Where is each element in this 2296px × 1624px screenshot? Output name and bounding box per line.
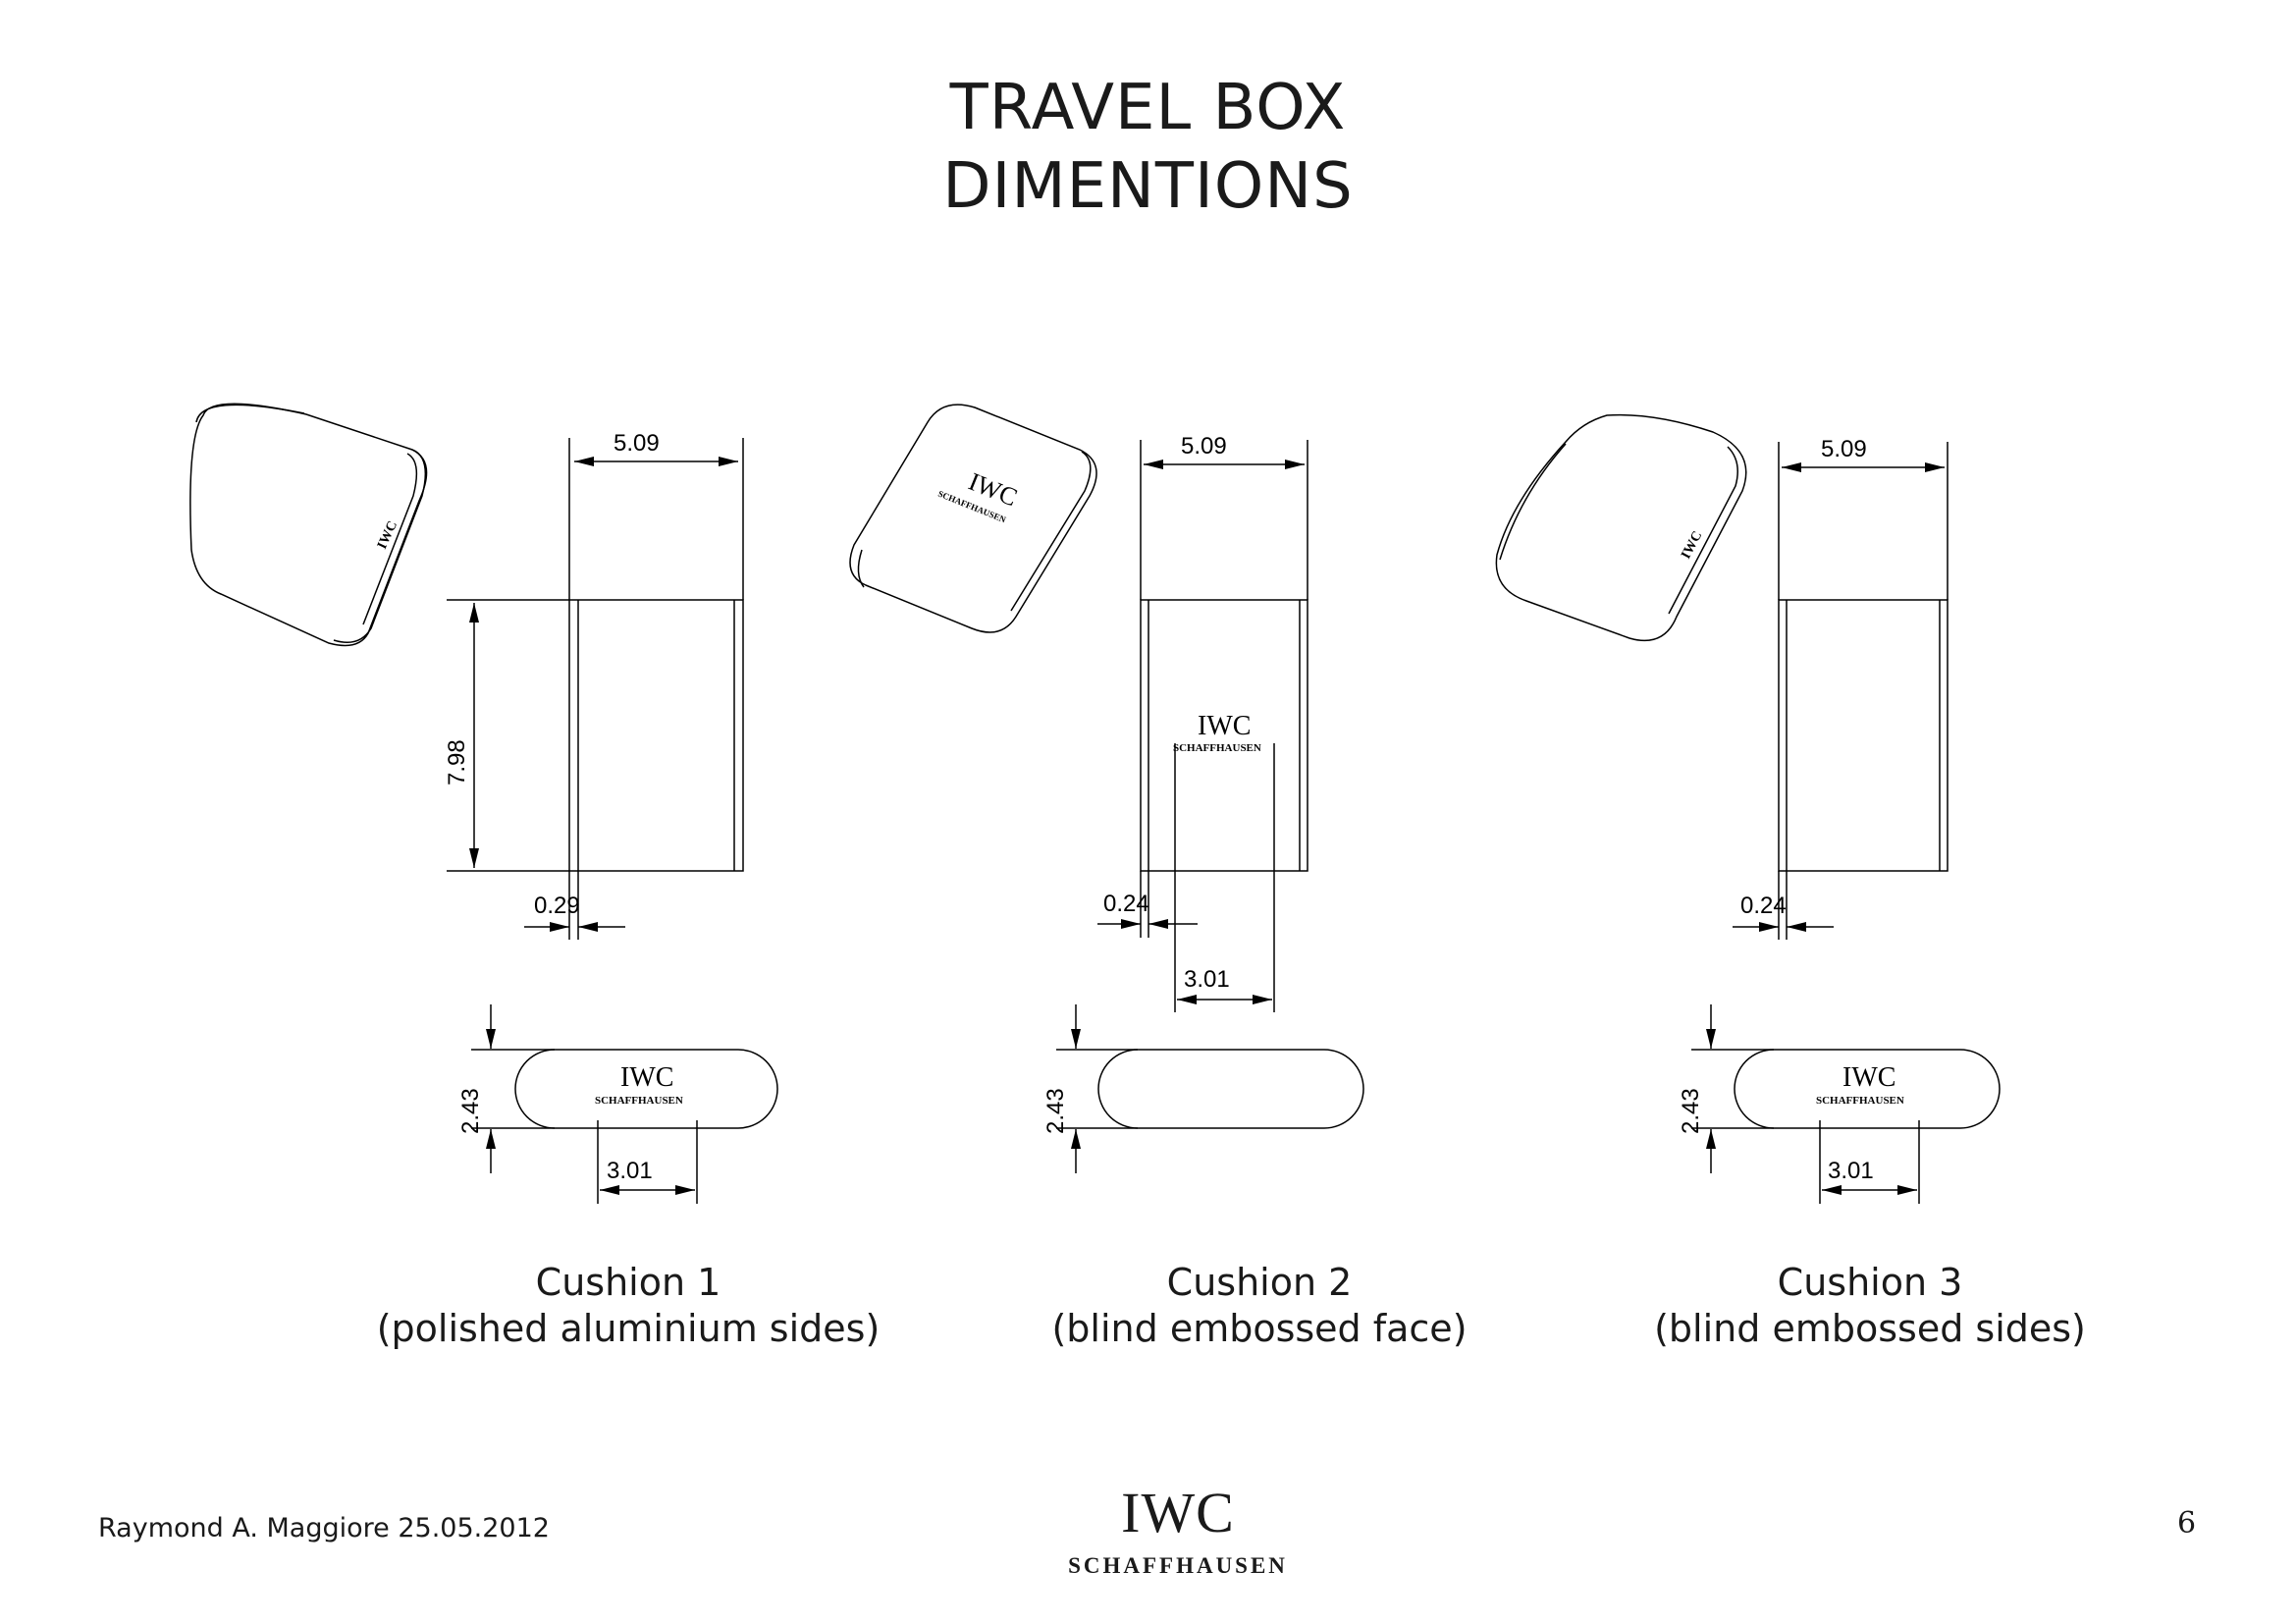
cushion-3-caption: Cushion 3 (blind embossed sides)	[1526, 1260, 2214, 1352]
author-date: Raymond A. Maggiore 25.05.2012	[98, 1513, 550, 1543]
cushion-1-caption: Cushion 1 (polished aluminium sides)	[285, 1260, 972, 1352]
cushion-1-side-label: 0.29	[534, 893, 580, 919]
cushion-3-top-logo-sub: SCHAFFHAUSEN	[1816, 1095, 1904, 1107]
cushion-2-logo-width-label: 3.01	[1184, 966, 1230, 993]
cushion-1-front-view	[447, 438, 744, 940]
cushion-3-caption-line2: (blind embossed sides)	[1654, 1307, 2086, 1350]
cushion-1-top-logo-sub: SCHAFFHAUSEN	[595, 1095, 683, 1107]
cushion-3-top-logo: IWC	[1842, 1062, 1896, 1093]
cushion-3-iso-view: IWC	[1495, 413, 1747, 642]
cushion-2-top-view	[1056, 1004, 1364, 1173]
cushion-1-caption-line2: (polished aluminium sides)	[376, 1307, 881, 1350]
cushion-3-side-label: 0.24	[1740, 893, 1787, 919]
cushion-1-iso-view: IWC	[189, 403, 428, 647]
cushion-1-height-label: 7.98	[444, 739, 470, 785]
iwc-logo-sub: SCHAFFHAUSEN	[1068, 1553, 1288, 1578]
cushion-1-top-logo: IWC	[620, 1062, 673, 1093]
title-line-2: DIMENTIONS	[942, 150, 1354, 223]
cushion-2-caption: Cushion 2 (blind embossed face)	[916, 1260, 1603, 1352]
iwc-logo: IWC SCHAFFHAUSEN	[1021, 1483, 1335, 1579]
cushion-1-top-view	[471, 1004, 778, 1204]
page-title: TRAVEL BOX DIMENTIONS	[0, 69, 2296, 226]
page-number: 6	[2177, 1506, 2197, 1541]
cushion-2-front-view	[1097, 440, 1308, 1012]
cushion-2-side-label: 0.24	[1103, 891, 1149, 917]
cushion-2-caption-line2: (blind embossed face)	[1051, 1307, 1468, 1350]
cushion-1-width-label: 5.09	[614, 430, 660, 457]
cushion-2-drawing: IWC SCHAFFHAUSEN	[849, 404, 1364, 1173]
cushion-2-caption-line1: Cushion 2	[1166, 1261, 1353, 1304]
cushion-1-drawing: IWC	[189, 403, 778, 1204]
cushion-2-width-label: 5.09	[1181, 433, 1227, 460]
cushion-3-drawing: IWC	[1495, 413, 2001, 1204]
cushion-1-logo-width-label: 3.01	[607, 1158, 653, 1184]
cushion-1-thickness-label: 2.43	[457, 1088, 484, 1134]
title-line-1: TRAVEL BOX	[949, 72, 1347, 144]
cushion-2-front-logo: IWC	[1198, 711, 1251, 741]
iwc-logo-brand: IWC	[1121, 1481, 1235, 1544]
svg-text:IWC: IWC	[375, 519, 400, 552]
svg-text:IWC: IWC	[1679, 529, 1705, 562]
cushion-1-caption-line1: Cushion 1	[535, 1261, 721, 1304]
cushion-2-front-logo-sub: SCHAFFHAUSEN	[1173, 742, 1261, 754]
cushion-3-front-view	[1733, 442, 1949, 940]
cushion-3-caption-line1: Cushion 3	[1777, 1261, 1963, 1304]
cushion-2-iso-view: IWC SCHAFFHAUSEN	[849, 404, 1097, 633]
cushion-3-width-label: 5.09	[1821, 436, 1867, 462]
cushion-3-top-view	[1691, 1004, 2001, 1204]
cushion-3-thickness-label: 2.43	[1678, 1088, 1704, 1134]
cushion-3-logo-width-label: 3.01	[1828, 1158, 1874, 1184]
cushion-2-thickness-label: 2.43	[1042, 1088, 1069, 1134]
